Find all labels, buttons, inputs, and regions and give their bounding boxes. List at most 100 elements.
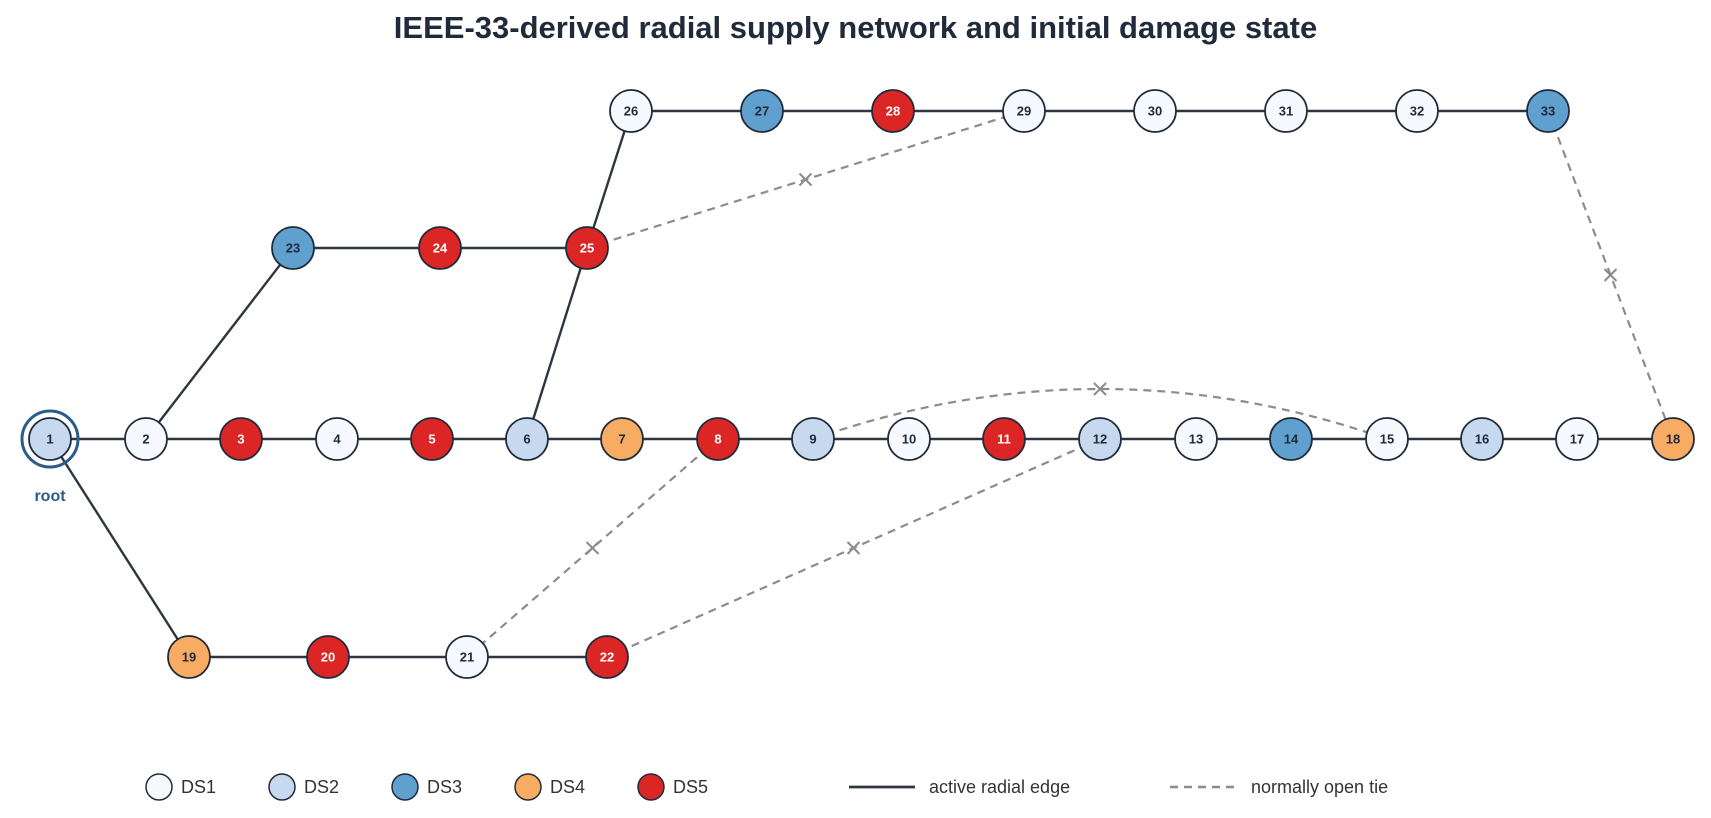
node-label: 13 <box>1189 432 1203 447</box>
node-circle <box>871 89 915 133</box>
node-4: 4 <box>315 417 359 461</box>
legend-active-label: active radial edge <box>929 777 1070 797</box>
legend-item-ds3: DS3 <box>391 773 462 801</box>
node-14: 14 <box>1269 417 1313 461</box>
node-circle <box>696 417 740 461</box>
node-1: 1 <box>20 409 80 469</box>
node-label: 7 <box>618 432 625 447</box>
node-circle <box>418 226 462 270</box>
node-25: 25 <box>565 226 609 270</box>
legend-swatch <box>145 773 173 801</box>
node-circle <box>1460 417 1504 461</box>
node-circle <box>315 417 359 461</box>
node-circle <box>306 635 350 679</box>
node-label: 14 <box>1284 432 1299 447</box>
node-13: 13 <box>1174 417 1218 461</box>
node-circle <box>1269 417 1313 461</box>
node-10: 10 <box>887 417 931 461</box>
node-3: 3 <box>219 417 263 461</box>
node-label: 6 <box>523 432 530 447</box>
node-5: 5 <box>410 417 454 461</box>
node-circle <box>565 226 609 270</box>
node-circle <box>1365 417 1409 461</box>
legend-label: DS4 <box>550 777 585 797</box>
radial-edge-1-19 <box>48 438 191 658</box>
node-label: 21 <box>460 650 474 665</box>
legend-swatch <box>637 773 665 801</box>
node-circle <box>410 417 454 461</box>
node-circle <box>791 417 835 461</box>
node-label: 28 <box>886 104 900 119</box>
node-11: 11 <box>982 417 1026 461</box>
node-circle <box>887 417 931 461</box>
node-circle <box>219 417 263 461</box>
node-12: 12 <box>1078 417 1122 461</box>
node-label: 23 <box>286 241 300 256</box>
legend-label: DS3 <box>427 777 462 797</box>
legend-label: DS2 <box>304 777 339 797</box>
node-label: 25 <box>580 241 594 256</box>
node-circle <box>982 417 1026 461</box>
legend-item-active-edge: active radial edge <box>849 777 1070 797</box>
node-24: 24 <box>418 226 462 270</box>
node-circle <box>445 635 489 679</box>
node-circle <box>1264 89 1308 133</box>
radial-edge-6-25 <box>525 247 589 440</box>
legend-item-ds4: DS4 <box>514 773 585 801</box>
node-19: 19 <box>167 635 211 679</box>
tie-edge-9-15-marker <box>1093 382 1107 396</box>
node-label: 5 <box>428 432 435 447</box>
node-33: 33 <box>1526 89 1570 133</box>
node-circle <box>505 417 549 461</box>
node-26: 26 <box>609 89 653 133</box>
node-label: 12 <box>1093 432 1107 447</box>
legend-swatch <box>514 773 542 801</box>
node-31: 31 <box>1264 89 1308 133</box>
node-label: 18 <box>1666 432 1680 447</box>
tie-edge-25-29-marker <box>798 172 813 187</box>
node-2: 2 <box>124 417 168 461</box>
radial-edge-25-26 <box>585 110 633 249</box>
node-circle <box>124 417 168 461</box>
root-label: root <box>34 488 66 505</box>
node-20: 20 <box>306 635 350 679</box>
tie-edge-33-18-marker <box>1603 268 1618 282</box>
node-label: 31 <box>1279 104 1293 119</box>
node-label: 10 <box>902 432 916 447</box>
node-21: 21 <box>445 635 489 679</box>
node-circle <box>600 417 644 461</box>
node-circle <box>740 89 784 133</box>
legend-label: DS5 <box>673 777 708 797</box>
node-label: 20 <box>321 650 335 665</box>
node-label: 33 <box>1541 104 1555 119</box>
node-label: 19 <box>182 650 196 665</box>
legend-swatch <box>268 773 296 801</box>
node-7: 7 <box>600 417 644 461</box>
node-circle <box>1078 417 1122 461</box>
node-22: 22 <box>585 635 629 679</box>
legend-item-tie: normally open tie <box>1170 777 1388 797</box>
node-circle <box>1651 417 1695 461</box>
node-circle <box>1002 89 1046 133</box>
node-circle <box>1555 417 1599 461</box>
node-label: 26 <box>624 104 638 119</box>
legend-label: DS1 <box>181 777 216 797</box>
node-label: 2 <box>142 432 149 447</box>
node-16: 16 <box>1460 417 1504 461</box>
node-18: 18 <box>1651 417 1695 461</box>
legend: DS1 DS2 DS3 DS4 DS5 active radial edge normall… <box>145 773 1388 801</box>
radial-edge-2-23 <box>145 247 294 440</box>
legend-item-ds5: DS5 <box>637 773 708 801</box>
node-circle <box>1133 89 1177 133</box>
tie-edges <box>466 109 1675 659</box>
node-8: 8 <box>696 417 740 461</box>
node-label: 3 <box>237 432 244 447</box>
radial-edges <box>48 109 1673 659</box>
node-6: 6 <box>505 417 549 461</box>
node-30: 30 <box>1133 89 1177 133</box>
node-32: 32 <box>1395 89 1439 133</box>
node-circle <box>271 226 315 270</box>
node-label: 22 <box>600 650 614 665</box>
node-circle <box>1395 89 1439 133</box>
